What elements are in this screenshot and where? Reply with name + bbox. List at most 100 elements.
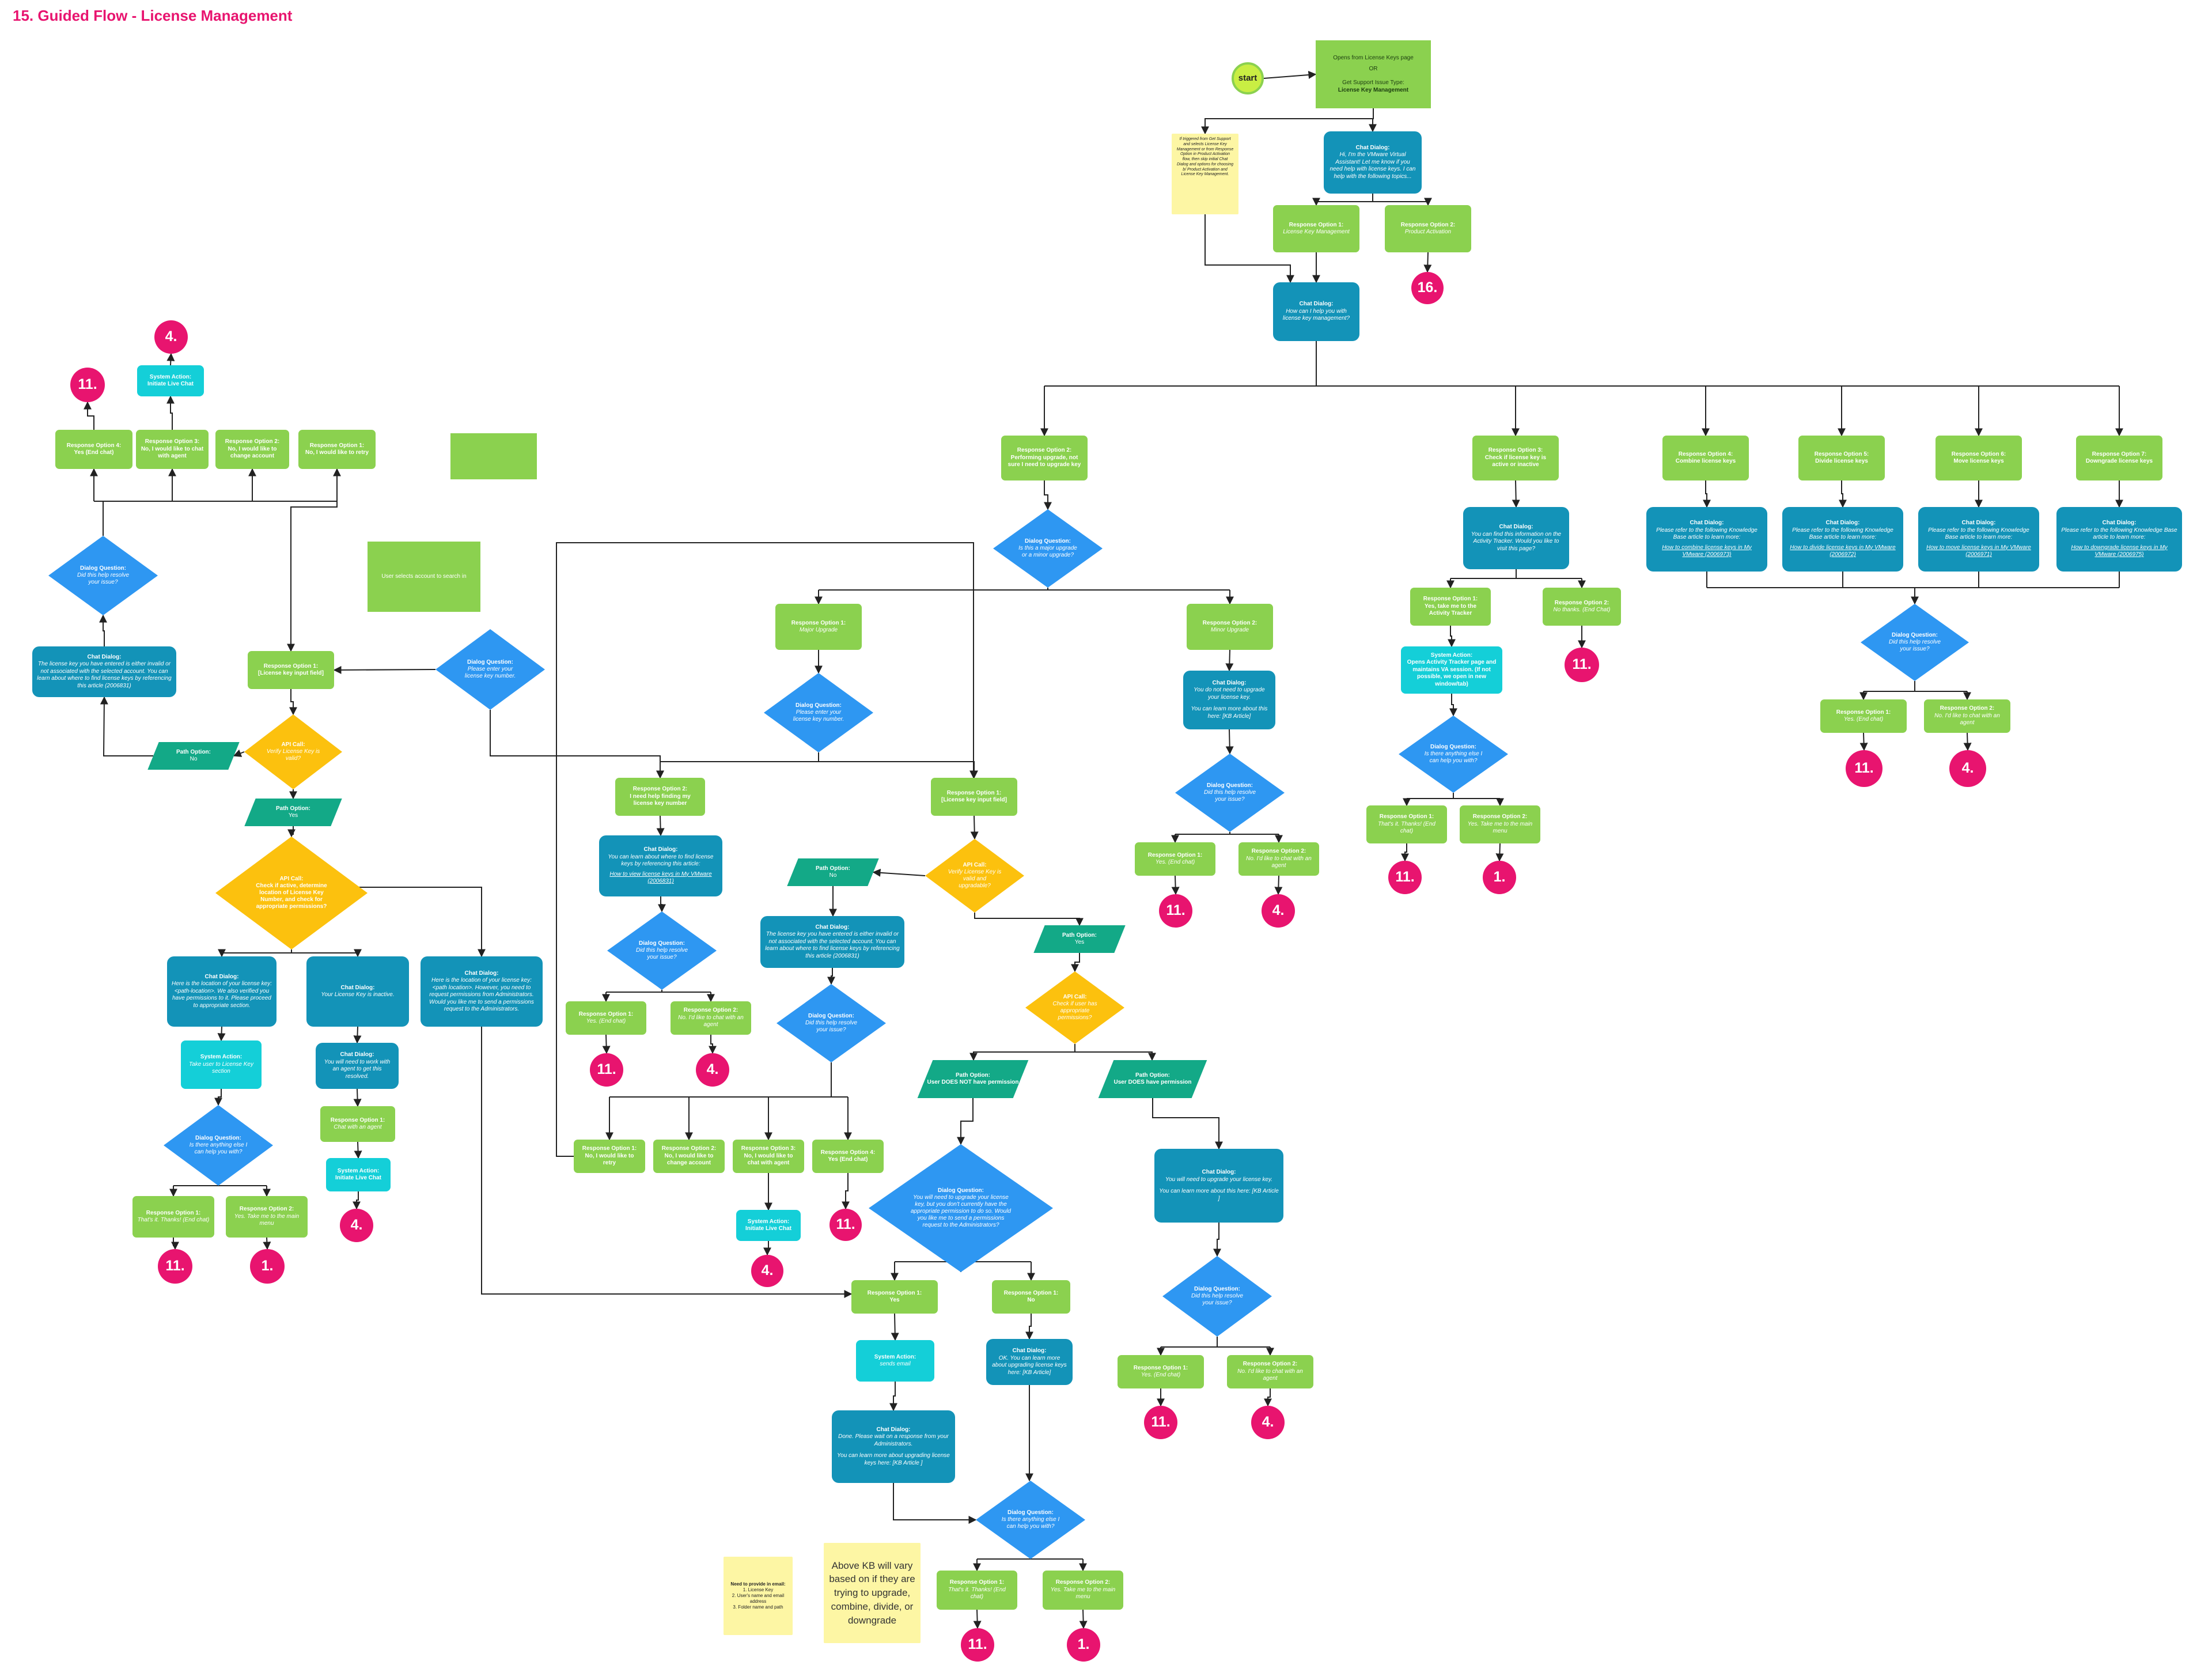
dq_perm-t: Dialog Question: bbox=[1194, 1286, 1240, 1292]
t-l4-11-terminal-marker[interactable]: 11. bbox=[70, 368, 105, 402]
r_input_left-b2: [License key input field] bbox=[258, 670, 324, 676]
r-final2-response-option[interactable]: Response Option 2:Yes. Take me to the ma… bbox=[1043, 1571, 1123, 1610]
r-m1-response-option[interactable]: Response Option 1:No, I would like to re… bbox=[574, 1140, 645, 1173]
t-final1-terminal-marker[interactable]: 1. bbox=[1067, 1628, 1100, 1662]
r-m2-response-option[interactable]: Response Option 2:No, I would like to ch… bbox=[653, 1140, 725, 1173]
t-find11-terminal-marker[interactable]: 11. bbox=[590, 1053, 623, 1087]
t-le1-terminal-marker[interactable]: 1. bbox=[250, 1249, 285, 1284]
path_no_left-b: No bbox=[190, 756, 198, 762]
connector bbox=[656, 815, 665, 837]
sys-take-system-action: System Action:Take user to License Key s… bbox=[181, 1040, 262, 1089]
t-le11-terminal-marker[interactable]: 11. bbox=[158, 1249, 192, 1284]
api_valid_left-t: API Call: bbox=[281, 741, 305, 748]
dq_major-b: Is this a major upgrade or a minor upgra… bbox=[1018, 545, 1077, 558]
r-l3-response-option[interactable]: Response Option 3:No, I would like to ch… bbox=[136, 430, 209, 469]
r3_check-b2: Check if license key is active or inacti… bbox=[1484, 454, 1547, 468]
r-act2-1-response-option[interactable]: Response Option 1:That's it. Thanks! (En… bbox=[1366, 805, 1447, 843]
r_m2-b2: No, I would like to change account bbox=[664, 1152, 714, 1167]
r5-div-response-option[interactable]: Response Option 5:Divide license keys bbox=[1798, 436, 1885, 480]
t-kb4-terminal-marker[interactable]: 4. bbox=[1949, 750, 1986, 787]
t_find4-t: 4. bbox=[706, 1061, 719, 1078]
cd_perm-b3: You can learn more about this here: [KB … bbox=[1159, 1188, 1279, 1202]
cd_move-t: Chat Dialog: bbox=[1961, 520, 1996, 527]
t_final11-t: 11. bbox=[968, 1636, 987, 1653]
r-find-no-response-option[interactable]: Response Option 2:No. I'd like to chat w… bbox=[671, 1001, 751, 1035]
t-kb11-terminal-marker[interactable]: 11. bbox=[1846, 750, 1883, 787]
r-perm-no-response-option[interactable]: Response Option 2:No. I'd like to chat w… bbox=[1227, 1355, 1313, 1388]
r_act_yes-b2: Yes, take me to the Activity Tracker bbox=[1424, 603, 1477, 617]
r-act-no-response-option[interactable]: Response Option 2:No thanks. (End Chat) bbox=[1543, 588, 1621, 626]
r-major-response-option[interactable]: Response Option 1:Major Upgrade bbox=[775, 604, 862, 650]
r-lkm-response-option[interactable]: Response Option 1:License Key Management bbox=[1273, 205, 1359, 252]
r6-move-response-option[interactable]: Response Option 6:Move license keys bbox=[1936, 436, 2022, 480]
r_help_find-t: Response Option 2: bbox=[632, 786, 688, 793]
t_m3_4-t: 4. bbox=[761, 1262, 774, 1279]
t-act2-1-terminal-marker[interactable]: 1. bbox=[1483, 861, 1516, 894]
path_yes_left-b: Yes bbox=[288, 812, 298, 819]
r-le2-response-option[interactable]: Response Option 2:Yes. Take me to the ma… bbox=[226, 1196, 308, 1238]
r-minor-no-response-option[interactable]: Response Option 2:No. I'd like to chat w… bbox=[1238, 842, 1319, 876]
dq-invalid-mid-question: Dialog Question:Did this help resolve yo… bbox=[777, 984, 886, 1062]
r-act-yes-response-option[interactable]: Response Option 1:Yes, take me to the Ac… bbox=[1410, 588, 1491, 626]
t-perm4-terminal-marker[interactable]: 4. bbox=[1251, 1406, 1285, 1439]
connector bbox=[353, 1026, 362, 1044]
r-perm-yes-response-option[interactable]: Response Option 1:Yes. (End chat) bbox=[1118, 1355, 1204, 1388]
cd_inactive-b: Your License Key is inactive. bbox=[321, 992, 395, 998]
r-act2-2-response-option[interactable]: Response Option 2:Yes. Take me to the ma… bbox=[1460, 805, 1540, 843]
t-find4-terminal-marker[interactable]: 4. bbox=[696, 1053, 729, 1087]
t-l3-4-terminal-marker[interactable]: 4. bbox=[154, 320, 188, 354]
r-l1-response-option[interactable]: Response Option 1:No, I would like to re… bbox=[298, 430, 376, 469]
r-pa-response-option[interactable]: Response Option 2:Product Activation bbox=[1385, 205, 1471, 252]
connector bbox=[99, 614, 107, 646]
r3_check-t: Response Option 3: bbox=[1488, 447, 1543, 454]
r-agent-response-option[interactable]: Response Option 1:Chat with an agent bbox=[320, 1106, 395, 1142]
connector bbox=[1274, 875, 1283, 895]
r_find_yes-t: Response Option 1: bbox=[578, 1011, 634, 1017]
connector bbox=[84, 401, 94, 430]
r-kb-no-response-option[interactable]: Response Option 2:No. I'd like to chat w… bbox=[1924, 699, 2010, 733]
r-le1-response-option[interactable]: Response Option 1:That's it. Thanks! (En… bbox=[132, 1196, 214, 1238]
r3-check-response-option[interactable]: Response Option 3:Check if license key i… bbox=[1472, 436, 1559, 480]
r2-perf-response-option[interactable]: Response Option 2:Performing upgrade, no… bbox=[1001, 436, 1088, 480]
r-minor-yes-response-option[interactable]: Response Option 1:Yes. (End chat) bbox=[1135, 842, 1215, 876]
r_agent-t: Response Option 1: bbox=[330, 1117, 385, 1123]
connector bbox=[1071, 953, 1080, 973]
t-act2-11-terminal-marker[interactable]: 11. bbox=[1388, 861, 1422, 894]
r-final1-response-option[interactable]: Response Option 1:That's it. Thanks! (En… bbox=[937, 1571, 1017, 1610]
r-l4-response-option[interactable]: Response Option 4:Yes (End chat) bbox=[55, 430, 132, 469]
cd_act-b: You can find this information on the Act… bbox=[1471, 531, 1562, 552]
cd_perm-b: You will need to upgrade your license ke… bbox=[1165, 1176, 1273, 1183]
r7-down-response-option[interactable]: Response Option 7:Downgrade license keys bbox=[2076, 436, 2162, 480]
t-m4-11-terminal-marker[interactable]: 11. bbox=[830, 1209, 862, 1241]
r-help-find-response-option[interactable]: Response Option 2:I need help finding my… bbox=[615, 778, 705, 816]
connector bbox=[1213, 1223, 1221, 1257]
dq-act-question: Dialog Question:Is there anything else I… bbox=[1399, 716, 1508, 793]
r-input-mid-response-option[interactable]: Response Option 1:[License key input fie… bbox=[931, 778, 1017, 816]
t-m3-4-terminal-marker[interactable]: 4. bbox=[751, 1255, 783, 1287]
t-perm11-terminal-marker[interactable]: 11. bbox=[1144, 1406, 1177, 1439]
r-minor-response-option[interactable]: Response Option 2:Minor Upgrade bbox=[1187, 604, 1273, 650]
api-valid-left-api-call: API Call:Verify License Key is valid? bbox=[244, 714, 342, 789]
connector bbox=[1205, 214, 1294, 283]
t-minor11-terminal-marker[interactable]: 11. bbox=[1159, 894, 1192, 928]
cd_find-l: How to view license keys in My VMware (2… bbox=[609, 871, 712, 885]
r_m1-t: Response Option 1: bbox=[582, 1145, 637, 1152]
sys_agent-b2: Initiate Live Chat bbox=[335, 1175, 381, 1181]
term16-terminal-marker[interactable]: 16. bbox=[1411, 272, 1444, 304]
r2_perf-b2: Performing upgrade, not sure I need to u… bbox=[1007, 454, 1081, 468]
cd-act-chat-dialog: Chat Dialog:You can find this informatio… bbox=[1463, 507, 1569, 569]
r-l2-response-option[interactable]: Response Option 2:No, I would like to ch… bbox=[215, 430, 289, 469]
r-input-left-response-option[interactable]: Response Option 1:[License key input fie… bbox=[248, 651, 334, 689]
r-m4-response-option[interactable]: Response Option 4:Yes (End chat) bbox=[812, 1140, 884, 1173]
t-minor4-terminal-marker[interactable]: 4. bbox=[1262, 894, 1295, 928]
r-m3-response-option[interactable]: Response Option 3:No, I would like to ch… bbox=[733, 1140, 804, 1173]
t-final11-terminal-marker[interactable]: 11. bbox=[961, 1628, 994, 1662]
r-kb-yes-response-option[interactable]: Response Option 1:Yes. (End chat) bbox=[1820, 699, 1907, 733]
dq_invalid_mid-t: Dialog Question: bbox=[808, 1013, 854, 1019]
r-np-yes-response-option[interactable]: Response Option 1:Yes bbox=[851, 1280, 938, 1314]
t-agent4-terminal-marker[interactable]: 4. bbox=[340, 1209, 373, 1242]
r-np-no-response-option[interactable]: Response Option 1:No bbox=[992, 1280, 1070, 1314]
r4-comb-response-option[interactable]: Response Option 4:Combine license keys bbox=[1662, 436, 1749, 480]
r-find-yes-response-option[interactable]: Response Option 1:Yes. (End chat) bbox=[566, 1001, 646, 1035]
t-act11-terminal-marker[interactable]: 11. bbox=[1565, 648, 1599, 682]
